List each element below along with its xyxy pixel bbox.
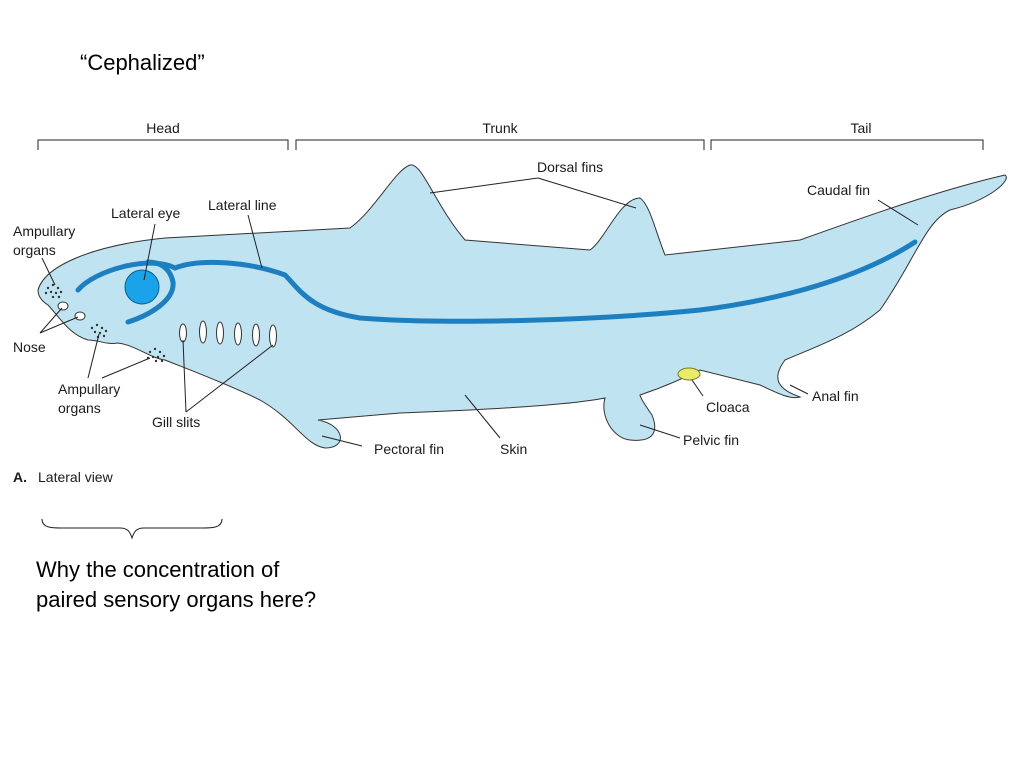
head-label: Head: [146, 120, 179, 136]
tail-label: Tail: [850, 120, 871, 136]
question-line-1: Why the concentration of: [36, 557, 280, 582]
ampullary-dots-snout: [44, 283, 63, 299]
nose-lower: [74, 311, 86, 321]
head-curly-brace: [41, 518, 223, 540]
lateral-line-label: Lateral line: [208, 197, 277, 213]
leader-lines: [39, 177, 919, 447]
trunk-label: Trunk: [482, 120, 518, 136]
trunk-bracket: [295, 139, 705, 150]
ampullary-organs-bottom-label-1: Ampullary: [58, 381, 120, 397]
ampullary-organs-bottom-label-2: organs: [58, 400, 101, 416]
lateral-eye: [124, 269, 160, 305]
tail-bracket: [710, 139, 984, 150]
pectoral-fin-label: Pectoral fin: [374, 441, 444, 457]
region-brackets: [37, 139, 984, 150]
anal-fin-label: Anal fin: [812, 388, 859, 404]
question-text: Why the concentration of paired sensory …: [36, 555, 316, 615]
caption-text: Lateral view: [38, 469, 114, 485]
caudal-fin-label: Caudal fin: [807, 182, 870, 198]
ampullary-organs-top-label-2: organs: [13, 242, 56, 258]
ampullary-dots-jaw: [146, 347, 166, 363]
question-line-2: paired sensory organs here?: [36, 587, 317, 612]
caption-letter: A.: [13, 469, 27, 485]
shark-body: [37, 164, 1007, 449]
nose-label: Nose: [13, 339, 46, 355]
pelvic-fin-label: Pelvic fin: [683, 432, 739, 448]
lateral-eye-label: Lateral eye: [111, 205, 180, 221]
ampullary-organs-top-label-1: Ampullary: [13, 223, 75, 239]
dorsal-fins-label: Dorsal fins: [537, 159, 603, 175]
lateral-line: [75, 239, 918, 324]
cloaca: [677, 367, 701, 381]
lateral-line-lower-arc: [125, 259, 176, 325]
gill-slits: [179, 320, 277, 348]
cloaca-label: Cloaca: [706, 399, 750, 415]
nose-upper: [57, 301, 69, 311]
head-bracket: [37, 139, 289, 150]
gill-slits-label: Gill slits: [152, 414, 200, 430]
slide-title: “Cephalized”: [80, 50, 205, 75]
skin-label: Skin: [500, 441, 527, 457]
